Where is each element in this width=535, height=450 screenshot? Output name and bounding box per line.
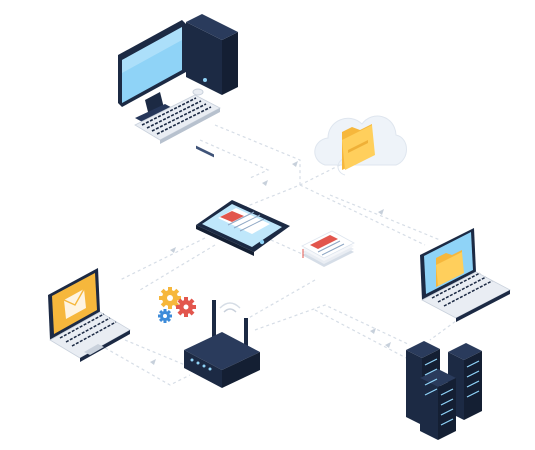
connection-laptop-left-router-2 xyxy=(124,339,186,366)
connection-laptop-left-router xyxy=(99,344,191,386)
arrow-marker xyxy=(262,180,268,186)
wifi-router-icon xyxy=(184,300,260,388)
desktop-computer-icon xyxy=(118,14,238,158)
connection-lines xyxy=(99,124,461,386)
connection-router-servers xyxy=(254,304,411,346)
connection-tablet-laptop-left xyxy=(119,237,206,281)
server-racks-icon xyxy=(406,341,482,440)
connection-tablet-laptop-left-2 xyxy=(139,244,216,291)
connection-cloud-hub xyxy=(244,164,341,208)
laptop-folder-icon xyxy=(420,228,511,322)
arrow-marker xyxy=(150,359,156,365)
connection-laptop-right-servers xyxy=(429,317,461,341)
laptop-mail-icon xyxy=(48,268,131,362)
arrow-marker xyxy=(170,247,176,253)
connection-documents-router xyxy=(244,279,316,321)
connection-documents-servers xyxy=(314,309,411,361)
document-stack-icon xyxy=(301,230,355,267)
arrow-marker xyxy=(385,342,391,348)
connection-desktop-hub xyxy=(214,124,301,185)
tablet-icon xyxy=(196,200,290,256)
cloud-folder-icon xyxy=(314,115,407,176)
gears-icon xyxy=(158,287,196,323)
arrow-marker xyxy=(378,209,384,215)
connection-desktop-tablet xyxy=(199,139,270,179)
arrow-marker xyxy=(370,328,376,334)
connection-hub-laptop-right xyxy=(299,184,426,246)
connection-hub-laptop-right-2 xyxy=(329,194,441,241)
arrow-marker xyxy=(292,161,298,167)
